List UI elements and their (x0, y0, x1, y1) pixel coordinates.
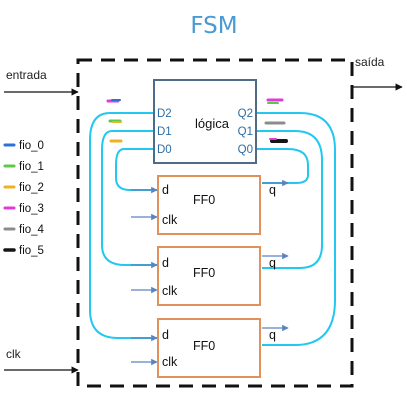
ff2-name: FF0 (193, 266, 215, 280)
ff3-clk-label: clk (162, 355, 178, 369)
wire-d2-loop (89, 112, 158, 339)
ff-pin-arrows (131, 179, 289, 366)
ff3-d-label: d (162, 328, 169, 342)
output-port-label: saída (355, 55, 385, 69)
wire-tags (106, 98, 288, 143)
wire-d0-loop (115, 148, 158, 191)
ff1-box (157, 175, 261, 235)
ff2-clk-label: clk (162, 284, 178, 298)
legend-label-fio1: fio_1 (19, 161, 44, 173)
flip-flop-3: d clk FF0 q (157, 318, 276, 378)
ff1-q-label: q (269, 183, 276, 197)
feedback-wires (89, 112, 336, 346)
ff1-name: FF0 (193, 193, 215, 207)
legend-label-fio5: fio_5 (19, 245, 44, 257)
input-port-label: entrada (6, 68, 47, 82)
logic-output-q2: Q2 (238, 108, 253, 120)
wire-legend: fio_0 fio_1 fio_2 fio_3 fio_4 fio_5 (3, 140, 45, 257)
ff1-d-label: d (162, 183, 169, 197)
ff1-clk-label: clk (162, 213, 178, 227)
logic-output-q0: Q0 (238, 144, 253, 156)
wire-q1-loop (255, 130, 323, 269)
flip-flop-2: d clk FF0 q (157, 246, 276, 306)
logic-block (153, 79, 257, 164)
legend-label-fio2: fio_2 (19, 182, 44, 194)
fsm-frame (76, 58, 354, 388)
ff2-box (157, 246, 261, 306)
clock-port-label: clk (6, 347, 22, 361)
ff2-d-label: d (162, 256, 169, 270)
ff3-name: FF0 (193, 339, 215, 353)
ff3-q-label: q (269, 328, 276, 342)
ff2-q-label: q (269, 256, 276, 270)
diagram-title: FSM (190, 13, 237, 39)
logic-input-d0: D0 (157, 144, 172, 156)
ff3-box (157, 318, 261, 378)
logic-output-q1: Q1 (238, 126, 253, 138)
legend-label-fio3: fio_3 (19, 203, 44, 215)
logic-input-d1: D1 (157, 126, 172, 138)
legend-label-fio0: fio_0 (19, 140, 44, 152)
logic-input-d2: D2 (157, 108, 172, 120)
flip-flop-1: d clk FF0 q (157, 175, 276, 235)
logic-label: lógica (195, 116, 230, 131)
wire-q2-loop (255, 112, 336, 346)
legend-label-fio4: fio_4 (19, 224, 45, 236)
wire-d1-loop (101, 130, 158, 266)
wire-q0-loop (255, 148, 309, 184)
